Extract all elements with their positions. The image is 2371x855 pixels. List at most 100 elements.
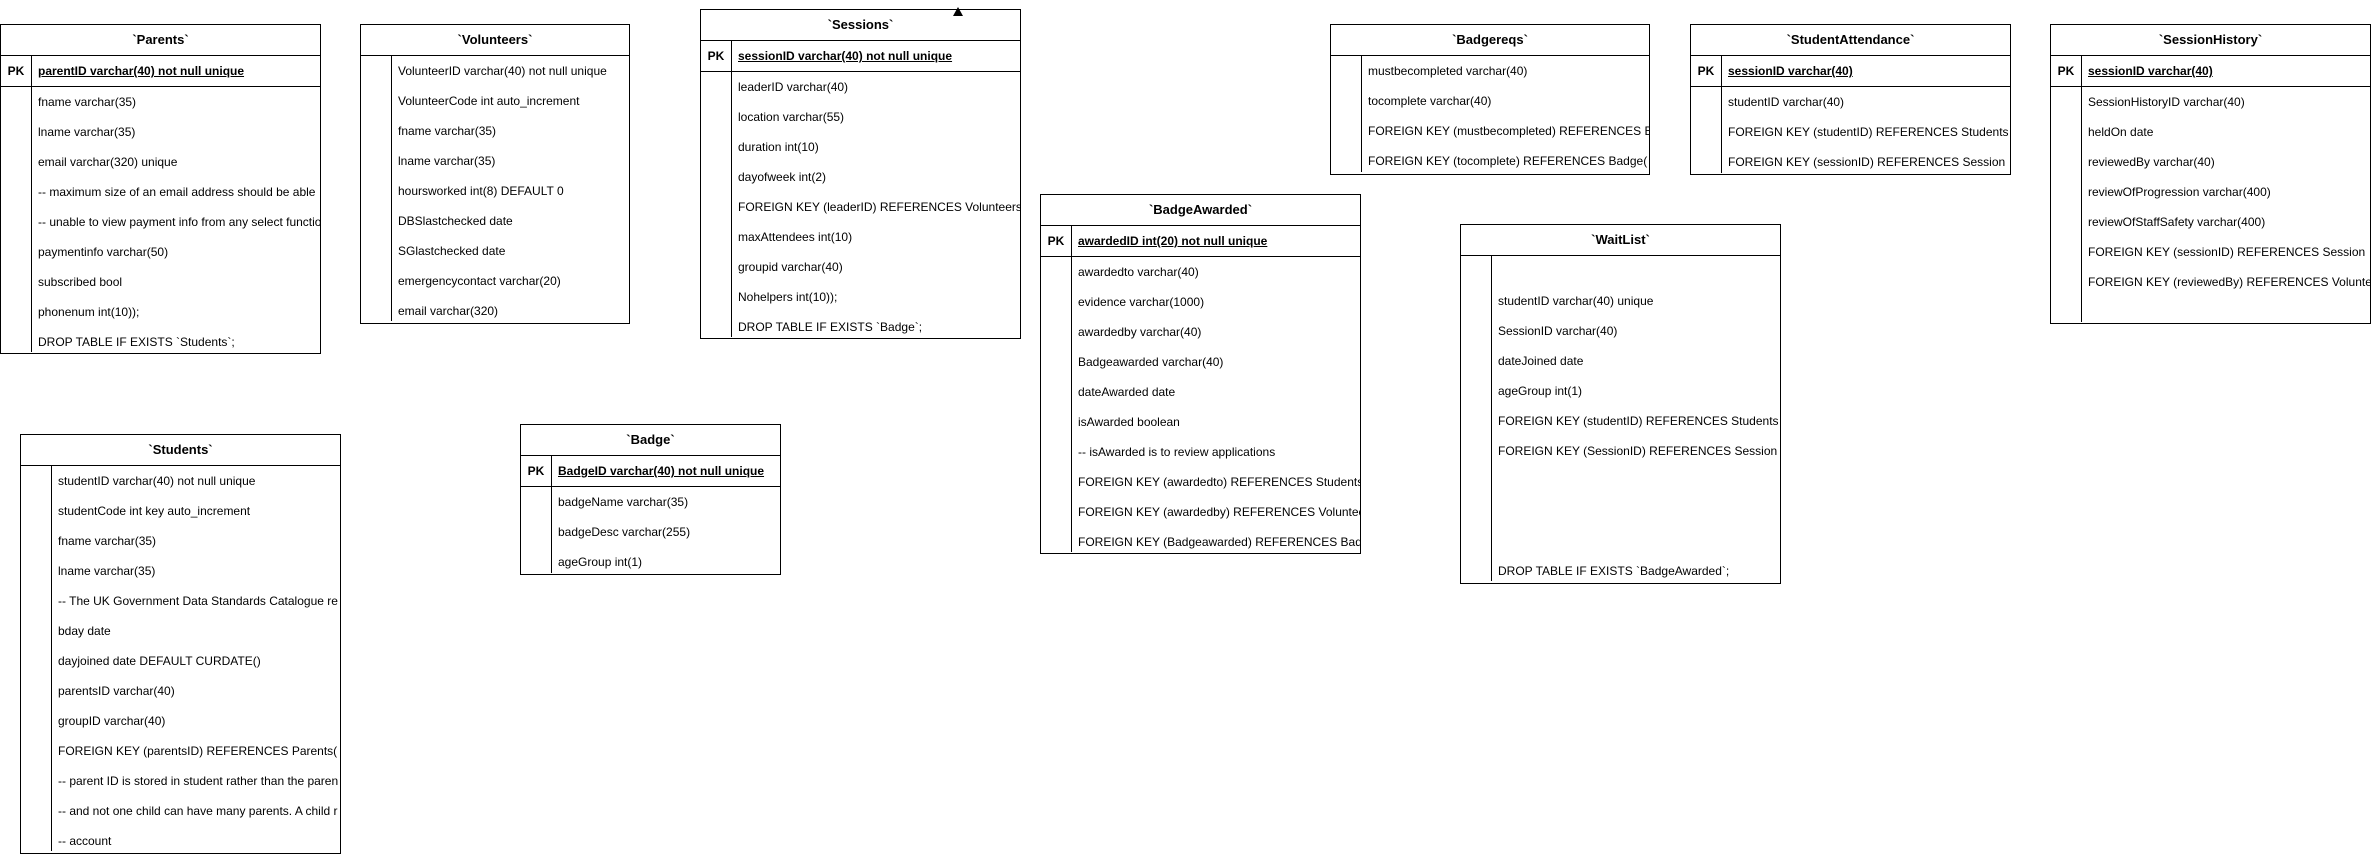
table-students[interactable]: `Students`studentID varchar(40) not null…	[20, 434, 341, 854]
field-row: emergencycontact varchar(20)	[398, 274, 561, 288]
column-divider	[1491, 256, 1492, 581]
field-row: lname varchar(35)	[58, 564, 156, 578]
field-row: phonenum int(10));	[38, 305, 140, 319]
pk-label: PK	[1697, 64, 1715, 78]
field-row: FOREIGN KEY (studentID) REFERENCES Stude…	[1728, 125, 2009, 139]
field-row: subscribed bool	[38, 275, 123, 289]
column-divider	[51, 466, 52, 851]
field-row: -- and not one child can have many paren…	[58, 804, 338, 818]
relationship-arrow-head	[953, 7, 963, 16]
pk-field: BadgeID varchar(40) not null unique	[558, 464, 765, 478]
field-row: DROP TABLE IF EXISTS `BadgeAwarded`;	[1498, 564, 1730, 578]
field-row: isAwarded boolean	[1078, 415, 1180, 429]
pk-field: parentID varchar(40) not null unique	[38, 64, 245, 78]
table-parents[interactable]: `Parents` PK parentID varchar(40) not null…	[0, 24, 321, 354]
fields-section: awardedto varchar(40)evidence varchar(10…	[1041, 257, 1360, 552]
column-divider	[1721, 56, 1722, 86]
field-row: duration int(10)	[738, 140, 819, 154]
table-volunteers[interactable]: `Volunteers` VolunteerID varchar(40) not …	[360, 24, 630, 324]
field-row: studentID varchar(40) not null unique	[58, 474, 256, 488]
field-row: maxAttendees int(10)	[738, 230, 853, 244]
table-badgereqs[interactable]: `Badgereqs` mustbecompleted varchar(40) to…	[1330, 24, 1650, 175]
field-row: awardedto varchar(40)	[1078, 265, 1199, 279]
table-title: `WaitList`	[1461, 225, 1780, 256]
fields-section: studentID varchar(40) not null unique stu…	[21, 466, 340, 851]
field-row: FOREIGN KEY (mustbecompleted) REFERENCES…	[1368, 124, 1650, 138]
field-row: DBSlastchecked date	[398, 214, 513, 228]
table-badge[interactable]: `Badge` PK BadgeID varchar(40) not null un…	[520, 424, 781, 575]
field-row	[1498, 466, 1780, 496]
table-title: `Students`	[21, 435, 340, 466]
field-row: ageGroup int(1)	[558, 555, 643, 569]
field-row: FOREIGN KEY (studentID) REFERENCES Stude…	[1498, 414, 1779, 428]
field-row: studentID varchar(40) unique	[1498, 294, 1654, 308]
column-divider	[2081, 56, 2082, 86]
primary-key-row: PK BadgeID varchar(40) not null unique	[521, 456, 780, 487]
field-row: reviewOfStaffSafety varchar(400)	[2088, 215, 2266, 229]
field-row: -- account	[58, 834, 112, 848]
table-title: `BadgeAwarded`	[1041, 195, 1360, 226]
field-row: dayjoined date DEFAULT CURDATE()	[58, 654, 261, 668]
field-row: SGlastchecked date	[398, 244, 506, 258]
field-row	[1498, 526, 1780, 556]
pk-label: PK	[1047, 234, 1065, 248]
field-row: groupID varchar(40)	[58, 714, 166, 728]
field-row: lname varchar(35)	[38, 125, 136, 139]
field-row: Nohelpers int(10));	[738, 290, 838, 304]
field-row: FOREIGN KEY (leaderID) REFERENCES Volunt…	[738, 200, 1021, 214]
field-row: mustbecompleted varchar(40)	[1368, 64, 1528, 78]
field-row: fname varchar(35)	[398, 124, 497, 138]
field-row: FOREIGN KEY (sessionID) REFERENCES Sessi…	[1728, 155, 2006, 169]
table-title: `Badge`	[521, 425, 780, 456]
field-row: DROP TABLE IF EXISTS `Badge`;	[738, 320, 923, 334]
field-row: -- unable to view payment info from any …	[38, 215, 321, 229]
field-row: studentCode int key auto_increment	[58, 504, 251, 518]
fields-section: badgeName varchar(35)badgeDesc varchar(2…	[521, 487, 780, 573]
column-divider	[391, 56, 392, 321]
column-divider	[731, 72, 732, 337]
field-row: reviewOfProgression varchar(400)	[2088, 185, 2271, 199]
field-row: FOREIGN KEY (awardedto) REFERENCES Stude…	[1078, 475, 1361, 489]
field-row: FOREIGN KEY (SessionID) REFERENCES Sessi…	[1498, 444, 1778, 458]
table-title: `Sessions`	[701, 10, 1020, 41]
column-divider	[551, 487, 552, 573]
field-row: VolunteerID varchar(40) not null unique	[398, 64, 607, 78]
fields-section: fname varchar(35)lname varchar(35)email …	[1, 87, 320, 352]
fields-section: leaderID varchar(40)location varchar(55)…	[701, 72, 1020, 337]
pk-field: sessionID varchar(40) not null unique	[738, 49, 953, 63]
pk-label: PK	[527, 464, 545, 478]
field-row: email varchar(320)	[398, 304, 499, 318]
field-row: SessionHistoryID varchar(40)	[2088, 95, 2245, 109]
pk-label: PK	[7, 64, 25, 78]
table-title: `Volunteers`	[361, 25, 629, 56]
column-divider	[2081, 87, 2082, 322]
table-title: `StudentAttendance`	[1691, 25, 2010, 56]
column-divider	[1361, 56, 1362, 172]
column-divider	[1071, 257, 1072, 552]
field-row: -- maximum size of an email address shou…	[38, 185, 316, 199]
field-row: tocomplete varchar(40)	[1368, 94, 1492, 108]
field-row: dayofweek int(2)	[738, 170, 827, 184]
field-row: dateAwarded date	[1078, 385, 1176, 399]
table-title: `Parents`	[1, 25, 320, 56]
field-row: DROP TABLE IF EXISTS `Students`;	[38, 335, 235, 349]
field-row: FOREIGN KEY (Badgeawarded) REFERENCES Ba…	[1078, 535, 1361, 549]
field-row: awardedby varchar(40)	[1078, 325, 1202, 339]
field-row: -- parent ID is stored in student rather…	[58, 774, 339, 788]
field-row	[1498, 256, 1780, 286]
field-row: lname varchar(35)	[398, 154, 496, 168]
field-row: FOREIGN KEY (parentsID) REFERENCES Paren…	[58, 744, 338, 758]
column-divider	[31, 87, 32, 352]
table-title: `Badgereqs`	[1331, 25, 1649, 56]
